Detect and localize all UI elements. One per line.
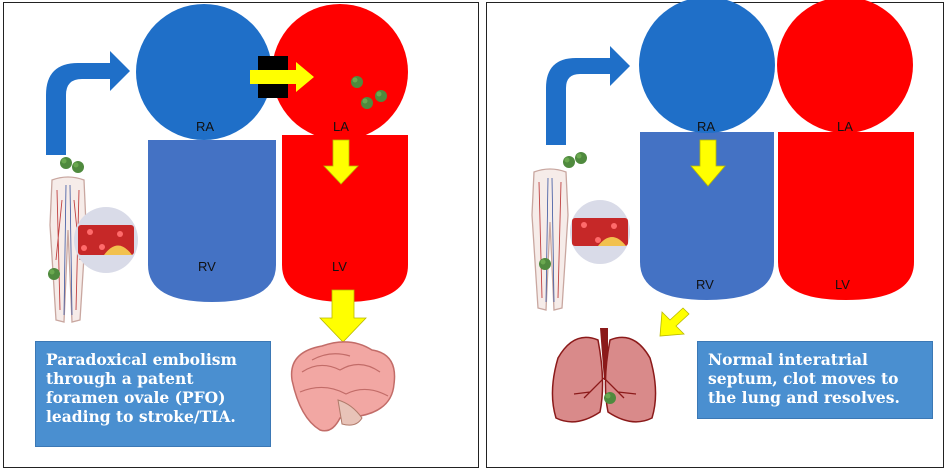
brain-icon [292, 342, 395, 431]
left-atrium-right [777, 0, 913, 133]
label-la-right: LA [837, 119, 853, 134]
vessel-clot-icon [74, 207, 138, 273]
right-ventricle-left [148, 140, 276, 302]
right-atrium-right [639, 0, 775, 133]
blue-flow-arrow-icon [46, 51, 130, 155]
label-lv-right: LV [835, 277, 850, 292]
label-rv-left: RV [198, 259, 216, 274]
vessel-clot-icon-right [570, 200, 630, 264]
left-ventricle-right [778, 132, 914, 300]
label-ra-left: RA [196, 119, 214, 134]
label-la-left: LA [333, 119, 349, 134]
caption-normal-septum: Normal interatrial septum, clot moves to… [697, 341, 933, 419]
caption-paradoxical-embolism: Paradoxical embolism through a patent fo… [35, 341, 271, 447]
lungs-icon [552, 328, 655, 422]
label-ra-right: RA [697, 119, 715, 134]
rv-to-lungs-arrow-icon [660, 308, 689, 336]
label-lv-left: LV [332, 259, 347, 274]
label-rv-right: RV [696, 277, 714, 292]
blue-flow-arrow-icon-right [546, 46, 630, 145]
leg-veins-icon-right [532, 169, 568, 310]
